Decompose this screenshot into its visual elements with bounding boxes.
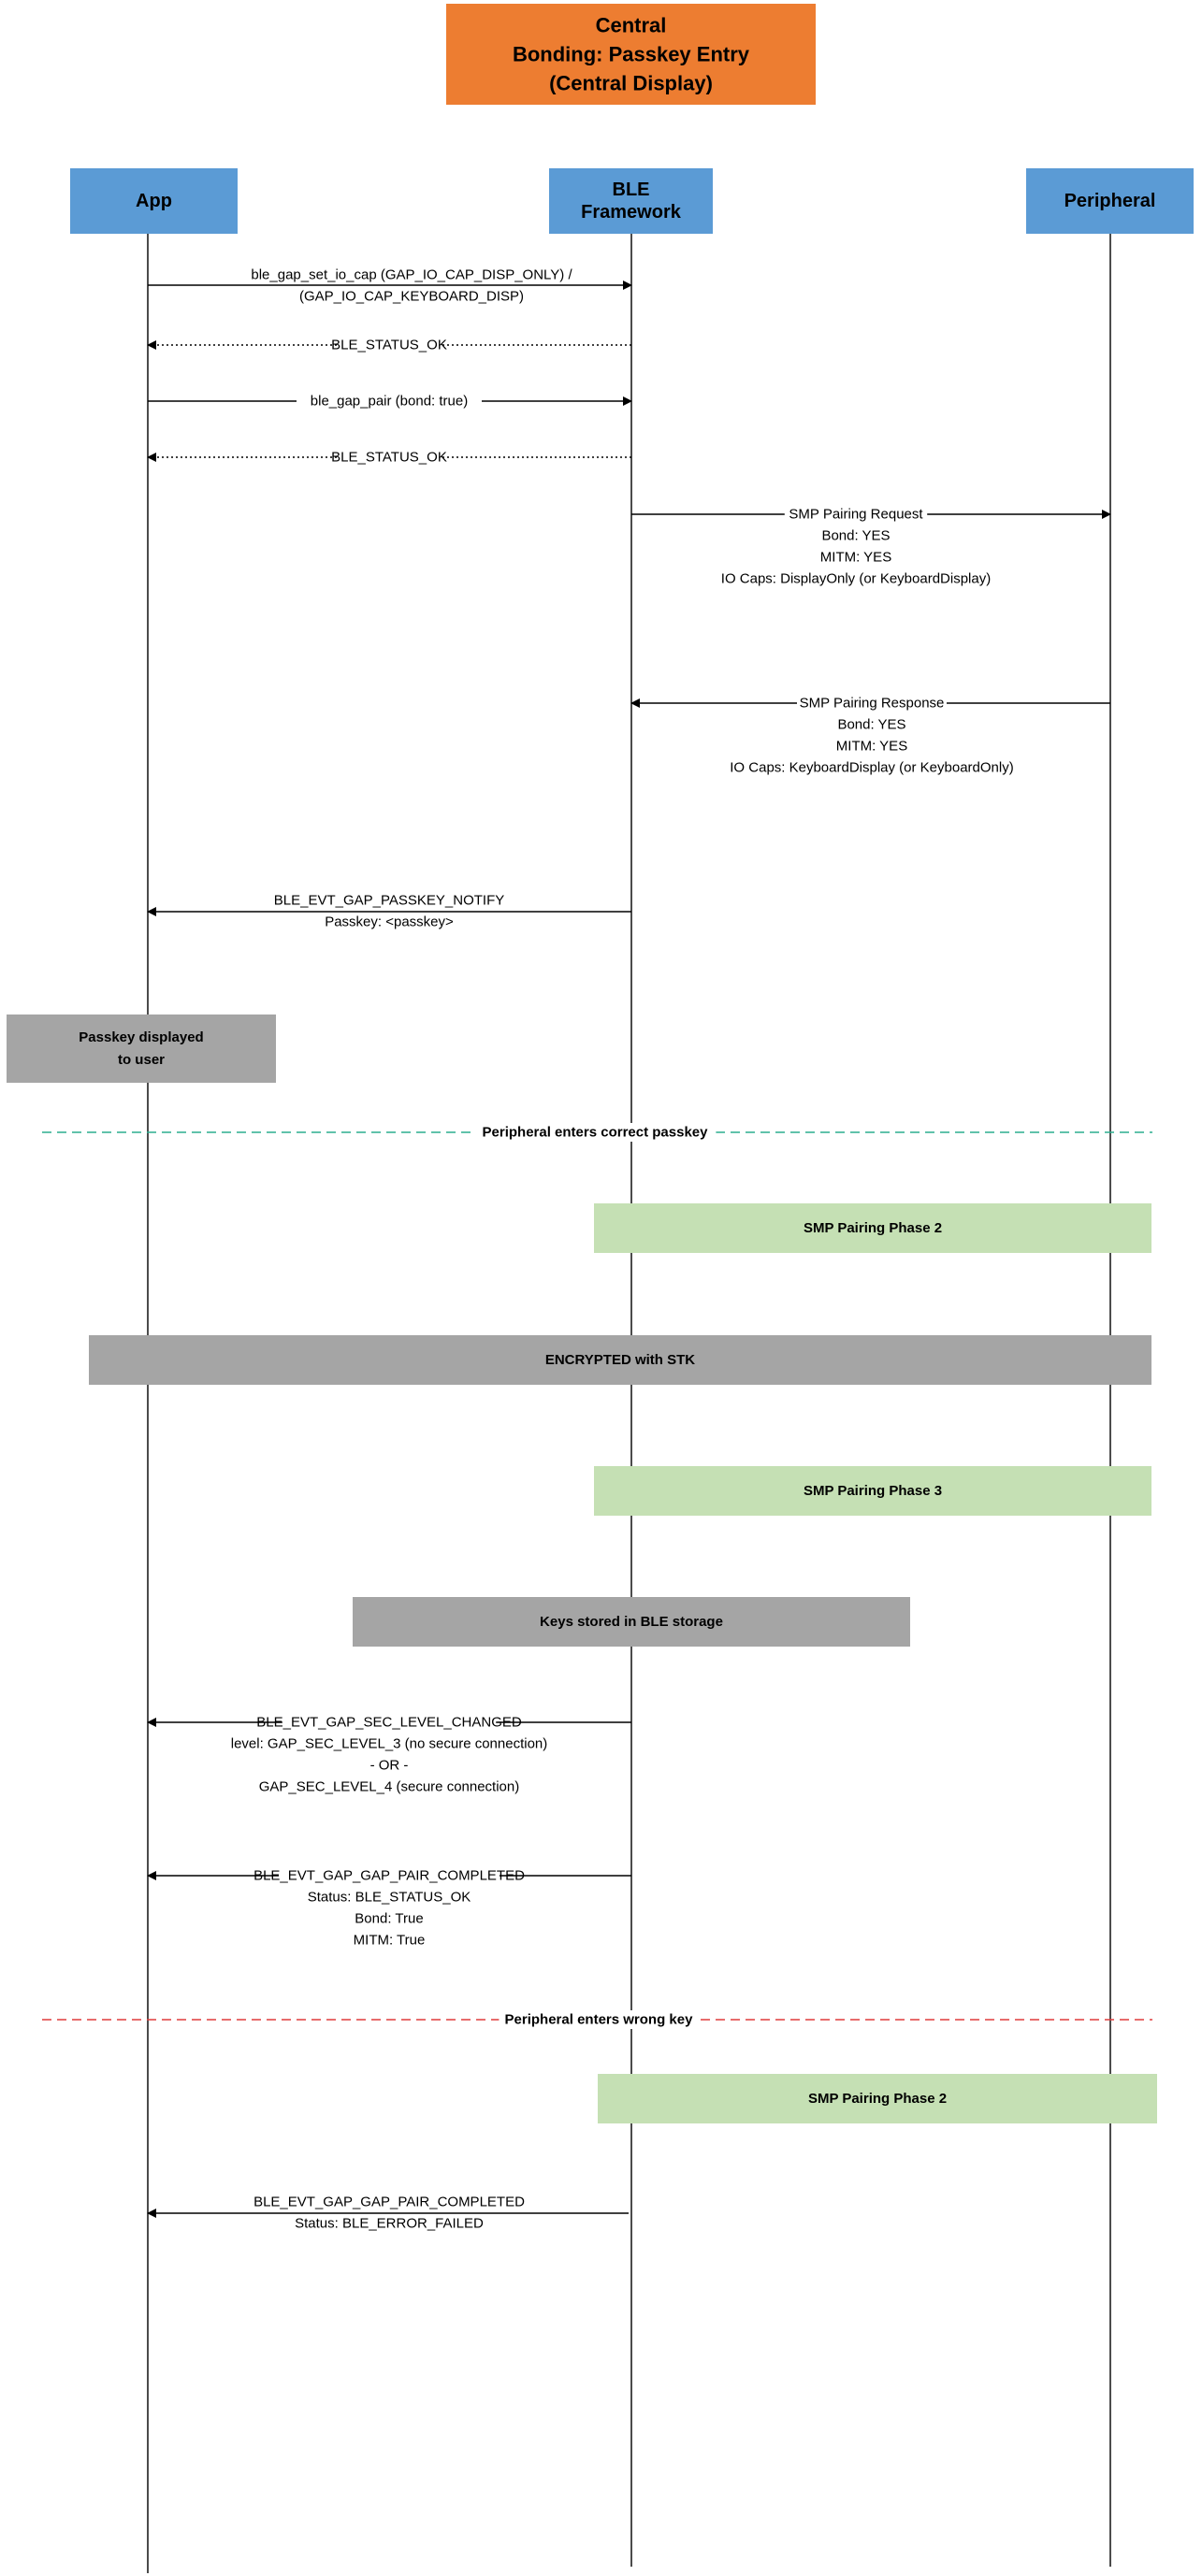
participant-app: App <box>70 168 238 234</box>
box-passkey-displayed-line-1: Passkey displayed <box>79 1029 203 1045</box>
message-set-io-cap-label-bg <box>254 266 569 284</box>
separator-correct-passkey: Peripheral enters correct passkey <box>42 1123 1152 1142</box>
message-smp-pairing-response-line-1: SMP Pairing Response <box>800 696 945 712</box>
message-smp-pairing-request-line-4: IO Caps: DisplayOnly (or KeyboardDisplay… <box>721 571 991 587</box>
message-pair-completed-failed: BLE_EVT_GAP_GAP_PAIR_COMPLETED Status: BL… <box>147 2193 629 2232</box>
message-smp-pairing-response-line-3: MITM: YES <box>836 739 907 755</box>
participant-app-line-1: App <box>136 191 172 211</box>
diagram-title-line-3: (Central Display) <box>549 72 713 95</box>
message-pair-completed-ok: BLE_EVT_GAP_GAP_PAIR_COMPLETED Status: BL… <box>147 1866 631 1949</box>
message-sec-level-changed-line-3: - OR - <box>370 1758 409 1774</box>
box-encrypted-stk-rect <box>89 1335 1151 1385</box>
box-smp-phase-2-b-line-1: SMP Pairing Phase 2 <box>808 2091 947 2107</box>
box-passkey-displayed-line-2: to user <box>118 1052 165 1068</box>
message-pair-completed-failed-line-1: BLE_EVT_GAP_GAP_PAIR_COMPLETED <box>253 2195 525 2210</box>
message-passkey-notify: BLE_EVT_GAP_PASSKEY_NOTIFY Passkey: <pass… <box>147 891 631 930</box>
message-gap-pair: ble_gap_pair (bond: true) <box>148 392 632 410</box>
message-smp-pairing-response-label-bg <box>797 694 947 712</box>
message-status-ok-2-line-1: BLE_STATUS_OK <box>331 450 447 466</box>
message-smp-pairing-response-line-2: Bond: YES <box>837 717 905 733</box>
separator-wrong-key-line-1: Peripheral enters wrong key <box>505 2012 694 2028</box>
separator-wrong-key-label-bg <box>499 2010 699 2029</box>
message-sec-level-changed: BLE_EVT_GAP_SEC_LEVEL_CHANGED level: GAP_… <box>147 1713 631 1795</box>
box-smp-phase-2-b-rect <box>598 2074 1157 2123</box>
message-passkey-notify-line-1: BLE_EVT_GAP_PASSKEY_NOTIFY <box>274 893 505 909</box>
box-passkey-displayed-rect <box>7 1015 276 1083</box>
participant-app-box <box>70 168 238 234</box>
message-smp-pairing-request-line-3: MITM: YES <box>820 550 891 566</box>
message-sec-level-changed-line-4: GAP_SEC_LEVEL_4 (secure connection) <box>259 1779 520 1795</box>
message-set-io-cap-line-2: (GAP_IO_CAP_KEYBOARD_DISP) <box>299 289 524 305</box>
diagram-title-line-1: Central <box>596 14 667 37</box>
participant-ble-line-1: BLE <box>613 180 650 200</box>
message-pair-completed-ok-label-bg <box>279 1866 500 1885</box>
message-status-ok-2-label-bg <box>339 448 440 467</box>
message-gap-pair-line-1: ble_gap_pair (bond: true) <box>311 394 468 410</box>
box-smp-phase-2-a-rect <box>594 1203 1151 1253</box>
separator-correct-passkey-label-bg <box>473 1123 717 1142</box>
message-status-ok-1-label-bg <box>339 336 440 354</box>
message-smp-pairing-request-line-2: Bond: YES <box>821 528 890 544</box>
message-smp-pairing-request-line-1: SMP Pairing Request <box>789 507 923 523</box>
message-sec-level-changed-line-1: BLE_EVT_GAP_SEC_LEVEL_CHANGED <box>256 1715 522 1731</box>
message-sec-level-changed-line-2: level: GAP_SEC_LEVEL_3 (no secure connec… <box>231 1736 548 1752</box>
participant-ble-box <box>549 168 713 234</box>
participant-ble-line-2: Framework <box>581 202 682 223</box>
box-smp-phase-2-a-line-1: SMP Pairing Phase 2 <box>804 1220 942 1236</box>
message-smp-pairing-request-label-bg <box>784 505 928 524</box>
message-status-ok-1-line-1: BLE_STATUS_OK <box>331 338 447 353</box>
separator-correct-passkey-line-1: Peripheral enters correct passkey <box>483 1125 709 1141</box>
box-passkey-displayed: Passkey displayed to user <box>7 1015 276 1083</box>
participant-peripheral-box <box>1026 168 1194 234</box>
box-keys-stored-rect <box>353 1597 910 1647</box>
box-keys-stored-line-1: Keys stored in BLE storage <box>540 1614 723 1630</box>
message-pair-completed-ok-line-3: Bond: True <box>355 1911 423 1927</box>
diagram-title-line-2: Bonding: Passkey Entry <box>513 43 750 66</box>
box-encrypted-stk: ENCRYPTED with STK <box>89 1335 1151 1385</box>
message-set-io-cap-line-1: ble_gap_set_io_cap (GAP_IO_CAP_DISP_ONLY… <box>251 267 572 283</box>
message-sec-level-changed-label-bg <box>282 1713 497 1732</box>
message-passkey-notify-label-bg <box>293 891 485 910</box>
message-status-ok-2: BLE_STATUS_OK <box>147 448 631 467</box>
message-pair-completed-ok-line-2: Status: BLE_STATUS_OK <box>308 1890 471 1906</box>
message-smp-pairing-response-line-4: IO Caps: KeyboardDisplay (or KeyboardOnl… <box>730 760 1013 776</box>
message-pair-completed-ok-line-4: MITM: True <box>354 1933 426 1949</box>
box-smp-phase-3-rect <box>594 1466 1151 1516</box>
message-passkey-notify-line-2: Passkey: <passkey> <box>325 914 454 930</box>
participant-peripheral-line-1: Peripheral <box>1064 191 1156 211</box>
message-pair-completed-failed-line-2: Status: BLE_ERROR_FAILED <box>295 2216 484 2232</box>
message-gap-pair-label-bg <box>297 392 482 410</box>
message-status-ok-1: BLE_STATUS_OK <box>147 336 631 354</box>
separator-wrong-key: Peripheral enters wrong key <box>42 2010 1152 2029</box>
message-set-io-cap: ble_gap_set_io_cap (GAP_IO_CAP_DISP_ONLY… <box>148 266 632 305</box>
box-encrypted-stk-line-1: ENCRYPTED with STK <box>545 1352 695 1368</box>
box-smp-phase-3: SMP Pairing Phase 3 <box>594 1466 1151 1516</box>
box-smp-phase-2-b: SMP Pairing Phase 2 <box>598 2074 1157 2123</box>
message-pair-completed-ok-line-1: BLE_EVT_GAP_GAP_PAIR_COMPLETED <box>253 1868 525 1884</box>
diagram-title-box <box>446 4 816 105</box>
message-pair-completed-failed-label-bg <box>279 2193 500 2211</box>
box-smp-phase-2-a: SMP Pairing Phase 2 <box>594 1203 1151 1253</box>
participant-peripheral: Peripheral <box>1026 168 1194 234</box>
box-keys-stored: Keys stored in BLE storage <box>353 1597 910 1647</box>
box-smp-phase-3-line-1: SMP Pairing Phase 3 <box>804 1483 942 1499</box>
